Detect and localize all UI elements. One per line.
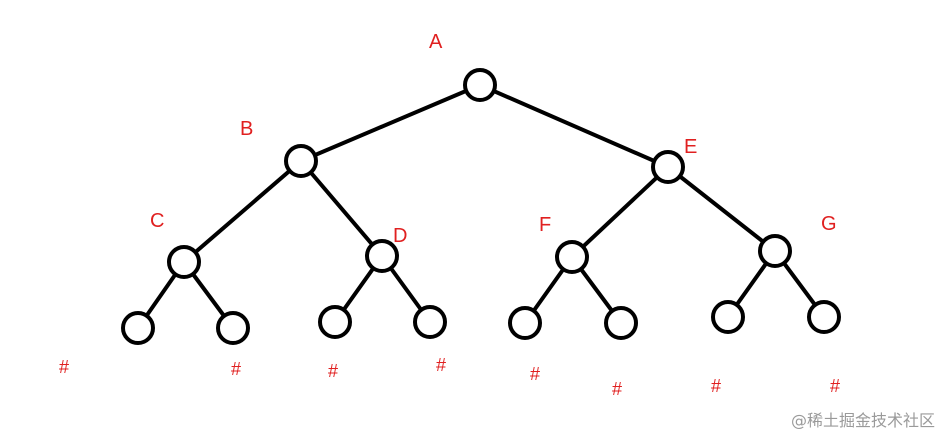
node-null-5: [508, 306, 542, 340]
edge-b-c: [182, 159, 303, 264]
node-b: [284, 144, 318, 178]
null-marker-3: #: [328, 361, 338, 381]
label-c: C: [150, 210, 164, 232]
null-marker-2: #: [231, 359, 241, 379]
watermark: @稀土掘金技术社区: [791, 411, 935, 430]
null-marker-4: #: [436, 355, 446, 375]
edge-b-d: [299, 159, 384, 258]
edge-a-b: [299, 83, 482, 163]
node-g: [758, 234, 792, 268]
label-e: E: [684, 136, 697, 158]
node-d: [365, 239, 399, 273]
node-null-8: [807, 300, 841, 334]
node-null-2: [216, 311, 250, 345]
node-null-7: [711, 300, 745, 334]
node-labels: A B E C D F G: [150, 31, 837, 247]
node-a: [463, 68, 497, 102]
node-f: [555, 240, 589, 274]
null-markers: # # # # # # # #: [59, 355, 840, 399]
node-null-6: [604, 306, 638, 340]
edge-e-f: [570, 165, 670, 259]
edge-a-e: [478, 83, 670, 169]
edge-e-g: [666, 165, 777, 253]
label-a: A: [429, 31, 443, 53]
null-marker-6: #: [612, 379, 622, 399]
node-e: [651, 150, 685, 184]
null-marker-1: #: [59, 357, 69, 377]
node-null-1: [121, 311, 155, 345]
label-b: B: [240, 118, 253, 140]
label-g: G: [821, 213, 837, 235]
node-null-4: [413, 305, 447, 339]
null-marker-7: #: [711, 376, 721, 396]
label-f: F: [539, 214, 551, 236]
null-marker-5: #: [530, 364, 540, 384]
nodes: [121, 68, 841, 345]
node-null-3: [318, 305, 352, 339]
null-marker-8: #: [830, 376, 840, 396]
node-c: [167, 245, 201, 279]
label-d: D: [393, 225, 407, 247]
